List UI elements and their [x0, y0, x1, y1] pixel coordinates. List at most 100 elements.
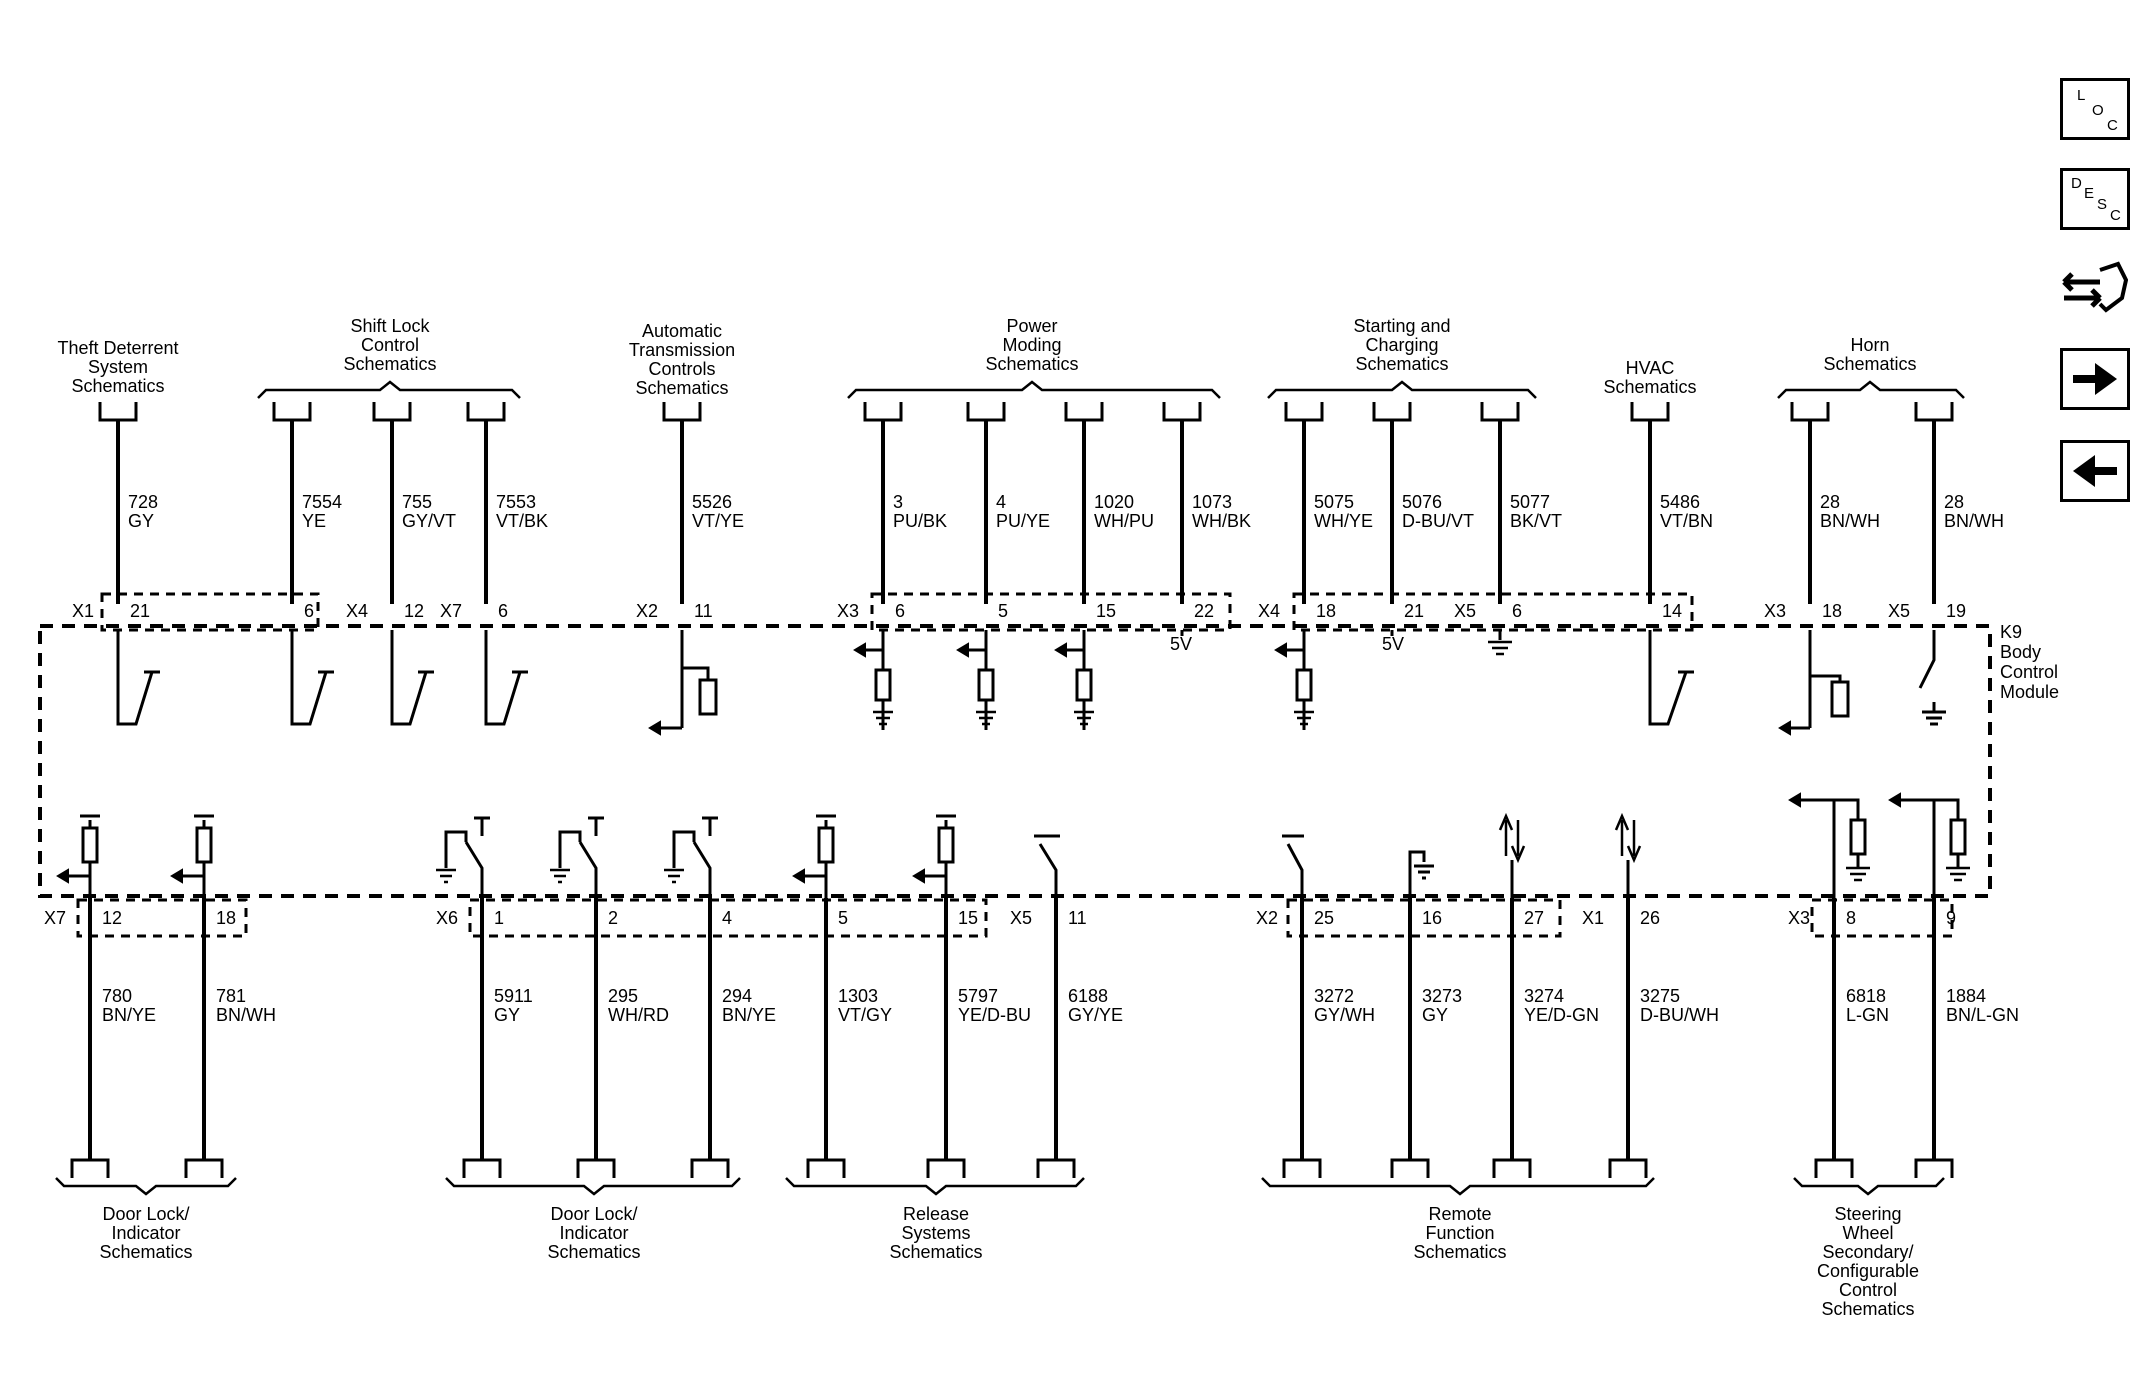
top-group-label: Controls	[648, 359, 715, 379]
connector-id: X4	[1258, 601, 1280, 621]
wire-color-code: GY	[1422, 1005, 1448, 1025]
top-connector-cavity	[1372, 402, 1412, 422]
pin-number: 5	[838, 908, 848, 928]
desc-letter-c: C	[2110, 207, 2121, 224]
ground-icon	[1294, 710, 1314, 726]
desc-letter-s: S	[2097, 196, 2108, 213]
resistor-icon	[1295, 668, 1313, 702]
wire-circuit-number: 28	[1944, 492, 1964, 512]
wire-circuit-number: 5911	[494, 986, 533, 1006]
connector-pinout-icon[interactable]	[2056, 252, 2129, 324]
top-group-label: Schematics	[1823, 354, 1916, 374]
pin-number: 12	[102, 908, 122, 928]
top-group-bracket	[257, 380, 521, 399]
wire-color-code: BN/YE	[102, 1005, 156, 1025]
wire-color-code: GY	[128, 511, 154, 531]
top-connector-cavity	[98, 402, 138, 422]
wire-circuit-number: 3275	[1640, 986, 1680, 1006]
top-group-label: Schematics	[1355, 354, 1448, 374]
wire-circuit-number: 5797	[958, 986, 998, 1006]
ground-icon	[550, 868, 570, 884]
next-page-button[interactable]	[2060, 348, 2130, 410]
pin-number: 26	[1640, 908, 1660, 928]
wire-circuit-number: 3	[893, 492, 903, 512]
pin-number: 6	[304, 601, 314, 621]
connector-id: X2	[1256, 908, 1278, 928]
switch-icon	[444, 830, 484, 898]
resistor-icon	[1849, 818, 1867, 856]
wire-color-code: VT/BN	[1660, 511, 1713, 531]
arrow-head	[792, 868, 805, 884]
resistor-icon	[817, 826, 835, 864]
wire-circuit-number: 781	[216, 986, 246, 1006]
wire-circuit-number: 5526	[692, 492, 732, 512]
ground-icon	[1946, 866, 1970, 882]
top-connector-cavity	[466, 402, 506, 422]
wire-circuit-number: 755	[402, 492, 432, 512]
connector-id: X5	[1888, 601, 1910, 621]
wire-circuit-number: 3272	[1314, 986, 1354, 1006]
switch-icon	[1648, 630, 1694, 726]
connector-id: X2	[636, 601, 658, 621]
connector-id: X1	[72, 601, 94, 621]
top-connector-cavity	[966, 402, 1006, 422]
bottom-group-label: Remote	[1428, 1204, 1491, 1224]
module-desc-line2: Control	[2000, 662, 2058, 682]
wire-color-code: BN/WH	[216, 1005, 276, 1025]
wire-color-code: YE/D-BU	[958, 1005, 1031, 1025]
pin-number: 5	[998, 601, 1008, 621]
bottom-group-bracket	[785, 1177, 1085, 1196]
bottom-connector-box	[1810, 898, 1954, 938]
pin-number: 1	[494, 908, 504, 928]
top-connector-cavity	[662, 402, 702, 422]
top-group-label: Control	[361, 335, 419, 355]
wire-color-code: BK/VT	[1510, 511, 1562, 531]
switch-icon	[558, 830, 598, 898]
previous-page-button[interactable]	[2060, 440, 2130, 502]
top-group-label: Starting and	[1353, 316, 1450, 336]
bottom-connector-cavity	[576, 1158, 616, 1178]
top-connector-cavity	[1790, 402, 1830, 422]
voltage-label: 5V	[1170, 634, 1192, 654]
bottom-connector-cavity	[1492, 1158, 1532, 1178]
top-connector-cavity	[863, 402, 903, 422]
voltage-label: 5V	[1382, 634, 1404, 654]
top-group-label: Horn	[1850, 335, 1889, 355]
bottom-group-bracket	[55, 1177, 237, 1196]
top-group-label: Schematics	[71, 376, 164, 396]
switch-to-ground-icon	[1918, 630, 1946, 726]
connector-id: X3	[1788, 908, 1810, 928]
switch-icon	[390, 630, 434, 726]
description-button[interactable]: D E S C	[2060, 168, 2130, 230]
top-group-label: Schematics	[985, 354, 1078, 374]
wire-circuit-number: 1884	[1946, 986, 1986, 1006]
pin-number: 18	[1316, 601, 1336, 621]
resistor-lead	[1934, 798, 1960, 820]
wire-color-code: VT/BK	[496, 511, 548, 531]
wire-circuit-number: 294	[722, 986, 752, 1006]
arrow-head	[1788, 792, 1801, 808]
bottom-group-label: Door Lock/	[550, 1204, 637, 1224]
arrow-head	[1888, 792, 1901, 808]
module-desc-line3: Module	[2000, 682, 2059, 702]
wire-color-code: WH/BK	[1192, 511, 1251, 531]
wire-color-code: GY/YE	[1068, 1005, 1123, 1025]
bottom-group-label: Secondary/	[1822, 1242, 1913, 1262]
bottom-group-bracket	[1261, 1177, 1655, 1196]
wire-color-code: WH/YE	[1314, 511, 1373, 531]
resistor-lead	[1810, 674, 1842, 682]
connector-id: X5	[1010, 908, 1032, 928]
location-button[interactable]: L O C	[2060, 78, 2130, 140]
bottom-group-label: Schematics	[889, 1242, 982, 1262]
ground-icon	[1074, 710, 1094, 726]
arrow-head	[956, 642, 969, 658]
arrow-head	[1274, 642, 1287, 658]
wire-circuit-number: 3273	[1422, 986, 1462, 1006]
wire-circuit-number: 6818	[1846, 986, 1886, 1006]
pin-number: 25	[1314, 908, 1334, 928]
top-connector-cavity	[1284, 402, 1324, 422]
wire-circuit-number: 4	[996, 492, 1006, 512]
wire-circuit-number: 7554	[302, 492, 342, 512]
pin-number: 15	[958, 908, 978, 928]
switch-icon	[484, 630, 528, 726]
